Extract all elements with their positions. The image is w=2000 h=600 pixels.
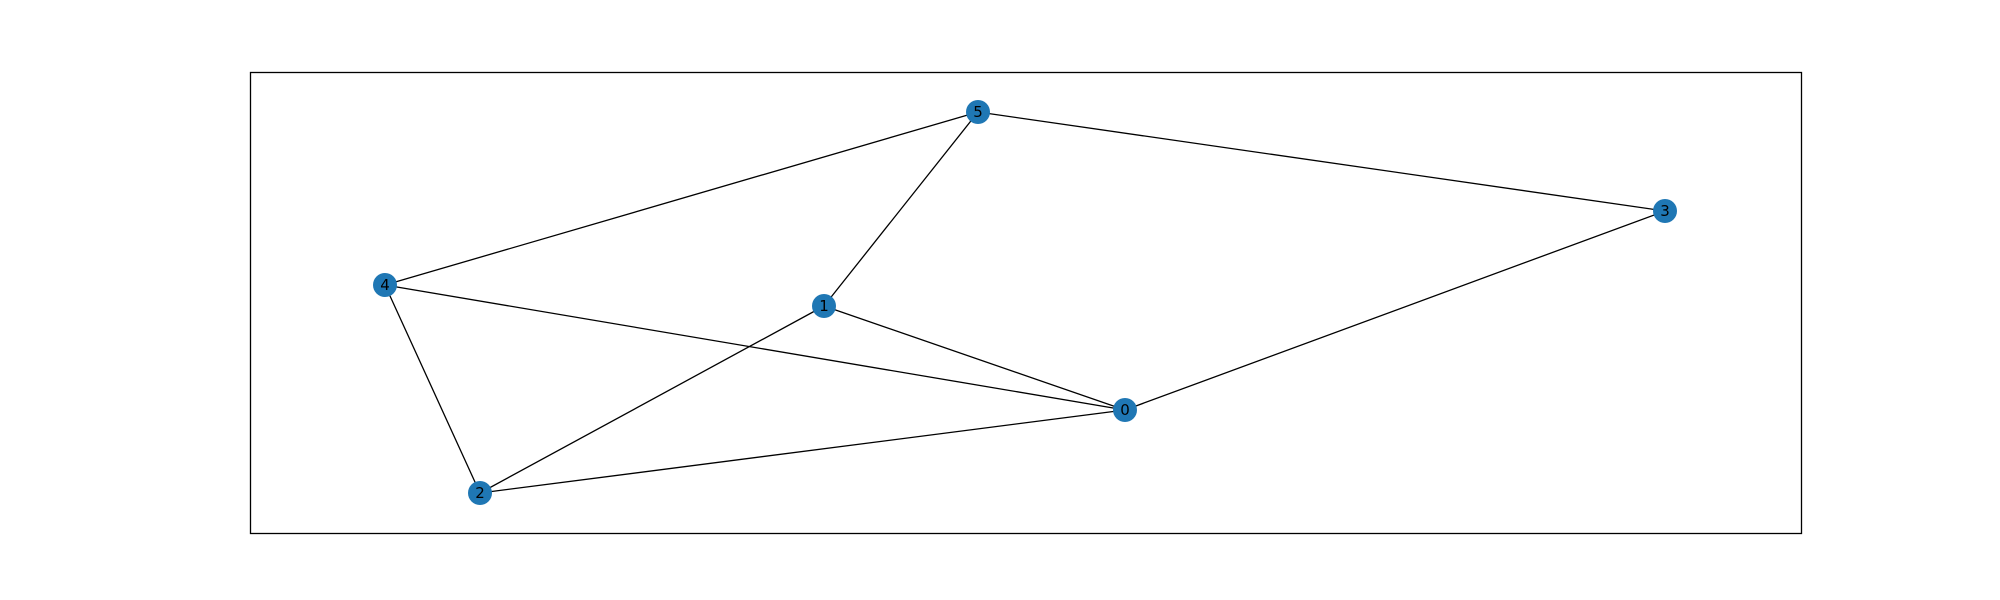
edge-5-1 (823, 111, 979, 307)
node-0: 0 (1113, 398, 1137, 422)
node-circle-1 (812, 294, 836, 318)
node-circle-2 (468, 481, 492, 505)
node-circle-0 (1113, 398, 1137, 422)
node-2: 2 (468, 481, 492, 505)
edge-2-0 (479, 409, 1126, 494)
node-label-4: 4 (380, 276, 390, 294)
edge-0-3 (1124, 210, 1666, 411)
edges-layer (384, 111, 1666, 494)
node-1: 1 (812, 294, 836, 318)
edge-1-0 (823, 305, 1126, 411)
node-label-5: 5 (973, 103, 983, 121)
edge-4-0 (384, 284, 1126, 411)
edge-5-3 (977, 111, 1666, 212)
node-4: 4 (373, 273, 397, 297)
node-label-1: 1 (819, 297, 829, 315)
node-label-3: 3 (1660, 202, 1670, 220)
edge-4-2 (384, 284, 481, 494)
node-5: 5 (966, 100, 990, 124)
node-circle-3 (1653, 199, 1677, 223)
plot-frame (249, 71, 1803, 535)
nodes-layer: 0 1 2 3 4 5 (373, 100, 1677, 505)
node-circle-5 (966, 100, 990, 124)
edge-5-4 (384, 111, 979, 286)
node-3: 3 (1653, 199, 1677, 223)
node-label-2: 2 (475, 484, 485, 502)
node-label-0: 0 (1120, 401, 1130, 419)
edge-1-2 (479, 305, 825, 494)
node-circle-4 (373, 273, 397, 297)
